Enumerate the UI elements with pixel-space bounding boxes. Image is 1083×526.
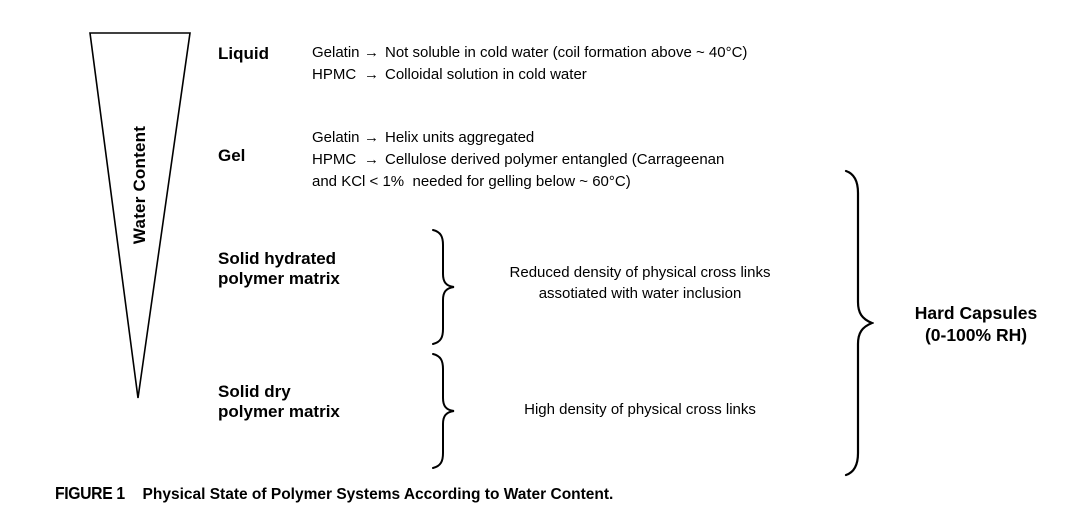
polymer-term: HPMC [312,151,357,168]
gel-description-block: Gelatin → Helix units aggregated HPMC → … [312,127,724,193]
solid-dry-brace [432,353,455,469]
hard-capsules-line: Hard Capsules [914,303,1038,323]
hard-capsules-line: (0-100% RH) [924,325,1028,345]
figure-caption-tag: FIGURE 1 [55,483,125,503]
polymer-description: Cellulose derived polymer entangled (Car… [385,151,725,168]
right-arrow-icon: → [364,151,379,168]
note-line: assotiated with water inclusion [538,285,742,302]
polymer-description: Not soluble in cold water (coil formatio… [385,44,748,61]
hard-capsules-label: Hard Capsules (0-100% RH) [880,302,1072,346]
gel-row-gelatin: Gelatin → Helix units aggregated [312,127,724,149]
solid-hydrated-note: Reduced density of physical cross links … [470,262,810,304]
state-label-line: polymer matrix [218,402,340,421]
water-content-funnel [89,32,191,399]
hard-capsules-brace [844,169,874,477]
solid-dry-note: High density of physical cross links [470,399,810,420]
liquid-row-hpmc: HPMC → Colloidal solution in cold water [312,64,747,86]
polymer-description: Helix units aggregated [385,129,535,146]
figure-caption-text: Physical State of Polymer Systems Accord… [142,486,614,503]
state-label-solid-dry: Solid dry polymer matrix [218,382,340,422]
state-label-line: Solid dry [218,382,291,401]
polymer-term: HPMC [312,66,357,83]
state-label-solid-hydrated: Solid hydrated polymer matrix [218,249,340,289]
right-arrow-icon: → [364,44,379,61]
liquid-description-block: Gelatin → Not soluble in cold water (coi… [312,42,747,86]
state-label-liquid: Liquid [218,44,269,63]
note-line: High density of physical cross links [524,401,756,418]
solid-hydrated-brace [432,229,455,345]
gel-continuation-line: and KCl < 1% needed for gelling below ~ … [312,173,631,190]
gel-row-hpmc: HPMC → Cellulose derived polymer entangl… [312,149,724,171]
state-label-line: Solid hydrated [218,249,337,268]
polymer-description: Colloidal solution in cold water [385,66,587,83]
right-arrow-icon: → [364,129,379,146]
right-arrow-icon: → [364,66,379,83]
funnel-axis-label: Water Content [130,125,149,245]
state-label-line: polymer matrix [218,269,340,288]
figure-caption: FIGURE 1 Physical State of Polymer Syste… [55,483,613,504]
liquid-row-gelatin: Gelatin → Not soluble in cold water (coi… [312,42,747,64]
polymer-term: Gelatin [312,129,360,146]
polymer-term: Gelatin [312,44,360,61]
state-label-gel: Gel [218,146,246,165]
note-line: Reduced density of physical cross links [509,264,771,281]
